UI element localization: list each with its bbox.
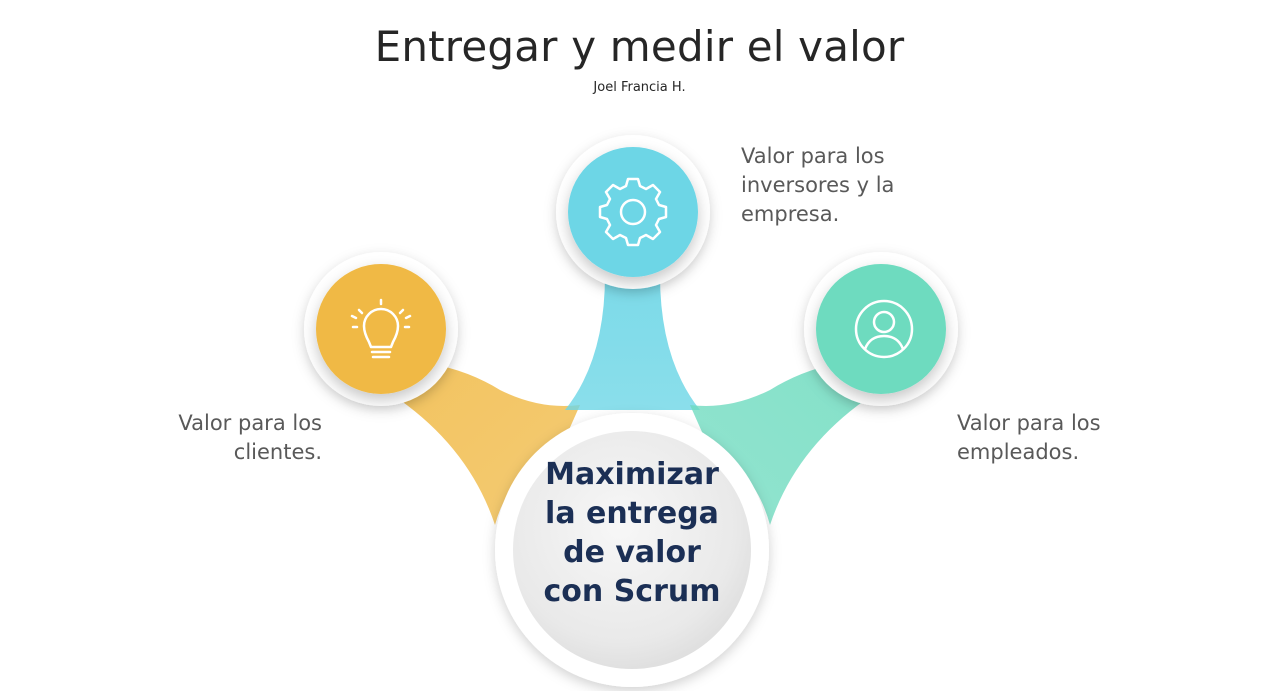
center-node bbox=[495, 413, 769, 687]
label-inversores: Valor para los inversores y la empresa. bbox=[741, 144, 895, 226]
label-clientes: Valor para los clientes. bbox=[178, 411, 322, 464]
node-inversores bbox=[556, 135, 710, 289]
node-empleados bbox=[804, 252, 958, 406]
user-icon bbox=[854, 299, 914, 359]
page-title: Entregar y medir el valor bbox=[374, 22, 905, 71]
author-name: Joel Francia H. bbox=[593, 80, 686, 95]
gear-icon bbox=[598, 177, 668, 247]
lightbulb-icon bbox=[350, 298, 412, 359]
label-empleados: Valor para los empleados. bbox=[957, 411, 1101, 464]
node-clientes bbox=[304, 252, 458, 406]
center-text: Maximizar la entrega de valor con Scrum bbox=[543, 457, 721, 609]
connector-right bbox=[690, 360, 865, 525]
connector-left bbox=[400, 360, 580, 525]
connector-top bbox=[565, 275, 700, 410]
